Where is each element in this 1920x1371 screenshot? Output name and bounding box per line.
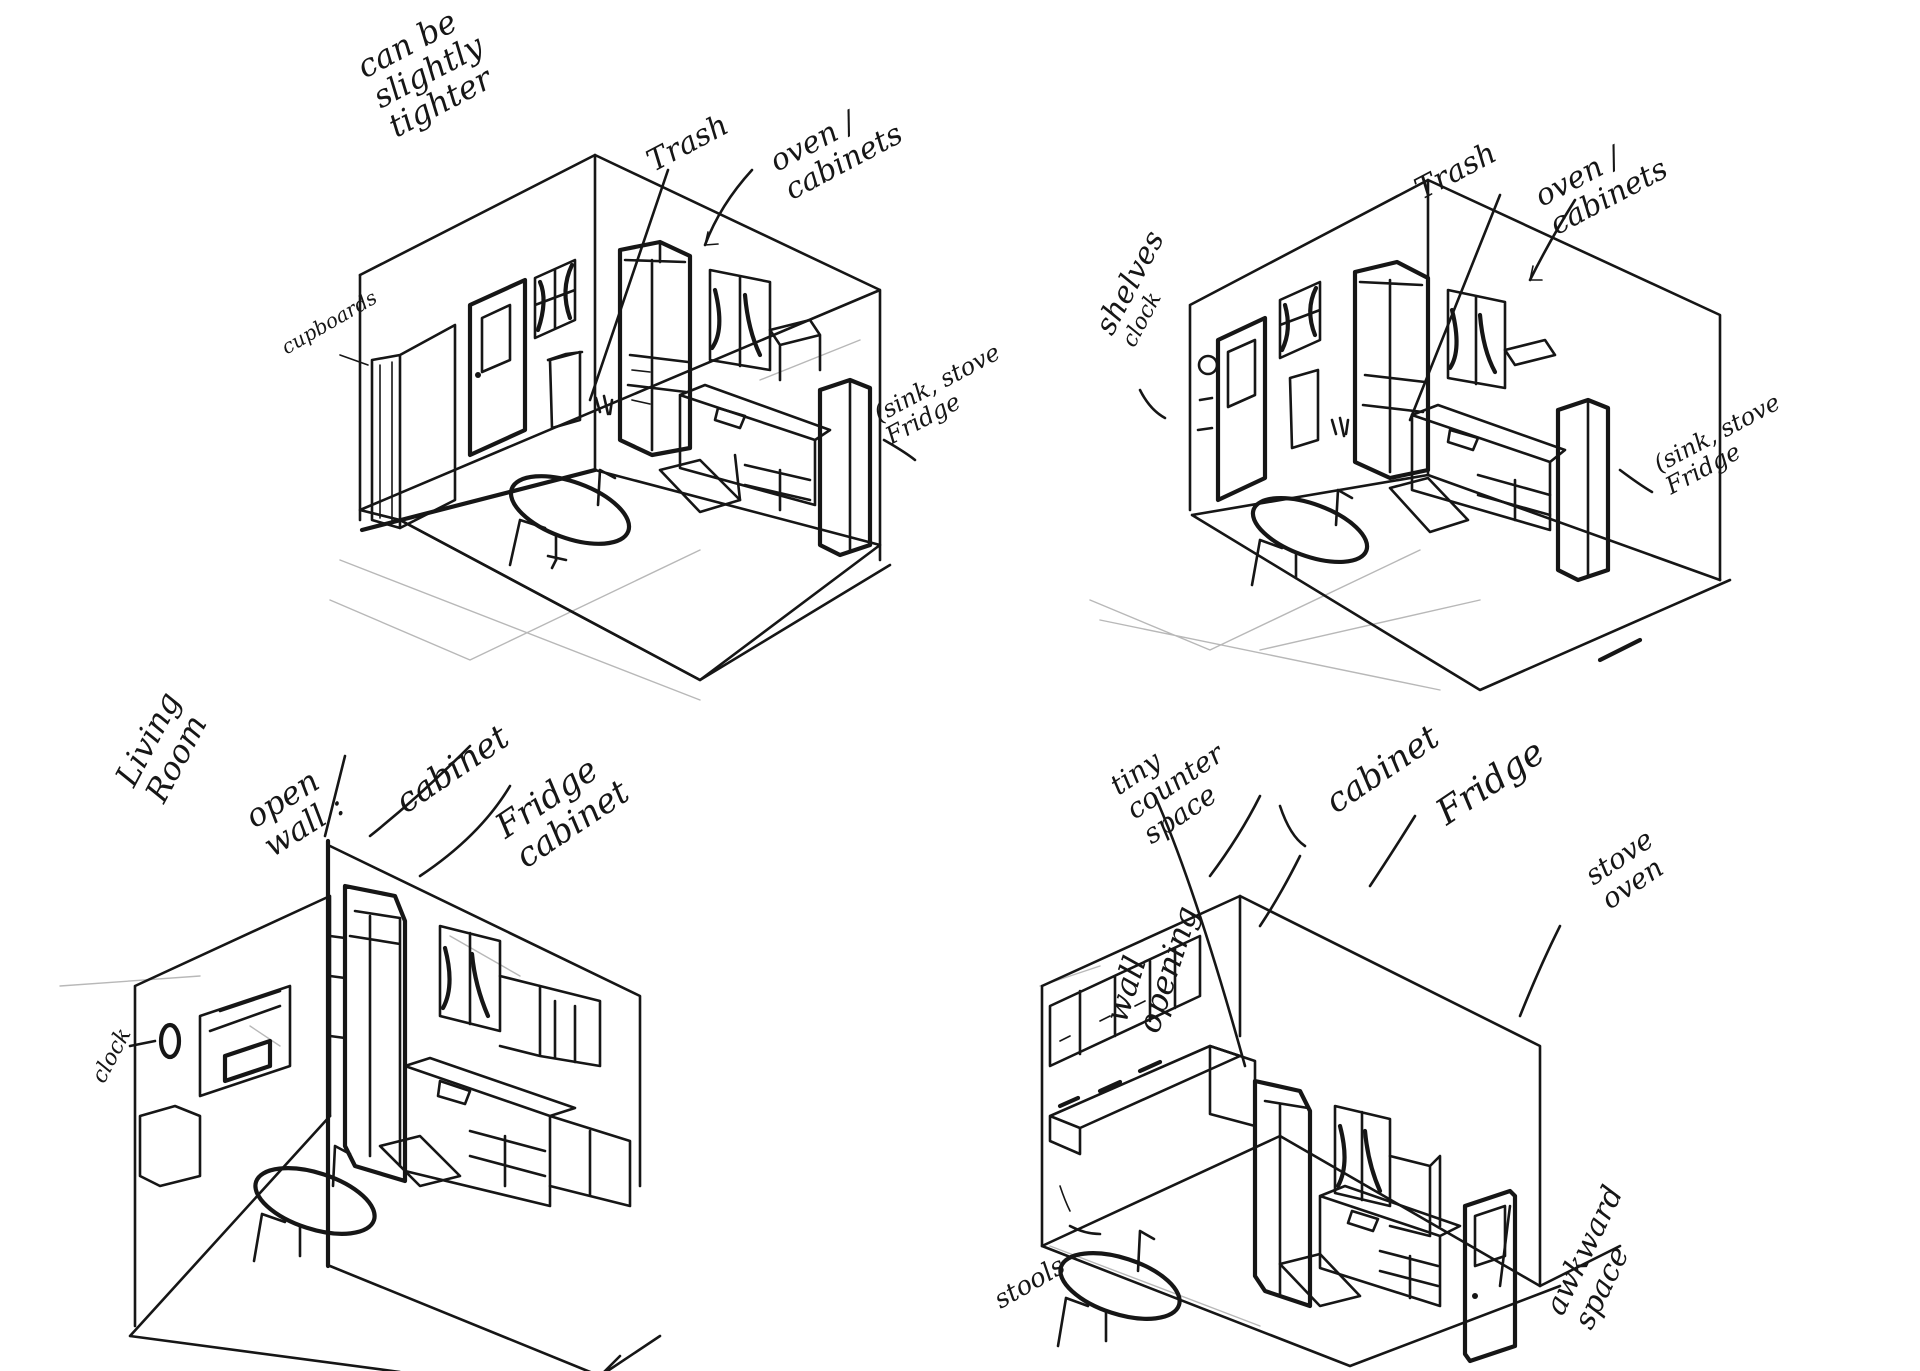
kitchen-sketch-1: can be slightly tighter cupboards Trash … (0, 0, 1005, 701)
room-drawing (59, 744, 662, 1371)
room-drawing (329, 153, 917, 701)
kitchen-sketch-2: shelves clock Trash oven / cabinets (sin… (960, 0, 1920, 692)
room-drawing (1039, 794, 1622, 1368)
kitchen-sketch-4: wall opening tiny counter space cabinet … (960, 686, 1920, 1371)
room-drawing (1089, 178, 1732, 692)
kitchen-sketch-3: Living Room open wall : cabinet Fridge c… (0, 686, 960, 1371)
